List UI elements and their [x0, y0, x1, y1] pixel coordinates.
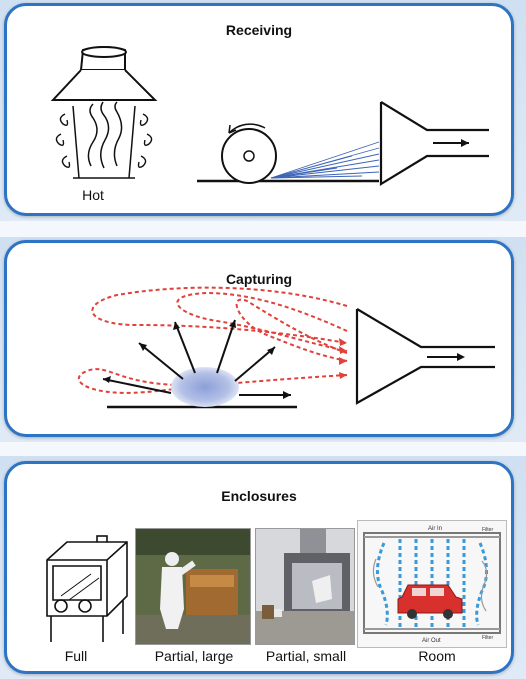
capturing-panel: Capturing	[4, 240, 514, 437]
capturing-hood-diagram	[77, 286, 495, 409]
enclosure-label-partial-small: Partial, small	[265, 648, 347, 664]
hot-label: Hot	[82, 187, 104, 203]
heat-curl-marks	[55, 113, 153, 169]
enclosure-label-room: Room	[418, 648, 456, 664]
rotation-arrow	[228, 123, 266, 134]
capture-hood	[355, 308, 495, 405]
room-filter-top-text: Filter	[482, 527, 493, 533]
canopy-hood-diagram	[50, 46, 158, 179]
partial-large-photo	[135, 528, 251, 645]
receiving-panel: Receiving Hot	[4, 3, 514, 216]
receiving-hood	[379, 101, 489, 186]
enclosures-panel: Enclosures Full Partial, large	[4, 461, 514, 674]
partial-small-photo	[255, 528, 355, 645]
grinding-wheel-diagram	[197, 101, 489, 186]
room-booth-diagram: Air In Air Out Filter Filter	[357, 520, 507, 648]
particle-spray	[270, 141, 380, 179]
heat-plume-lines	[87, 101, 123, 169]
enclosure-label-partial-large: Partial, large	[154, 648, 234, 664]
contaminant-cloud	[171, 367, 239, 407]
room-filter-bottom-text: Filter	[482, 635, 493, 641]
room-air-out-text: Air Out	[422, 638, 441, 644]
enclosures-title: Enclosures	[221, 488, 297, 504]
room-airflow-lines	[376, 539, 488, 627]
airflow-arrowheads	[339, 338, 347, 379]
glovebox-drawing	[46, 535, 128, 642]
emission-arrows	[102, 319, 291, 396]
receiving-title: Receiving	[225, 22, 293, 38]
capture-airflow-paths	[77, 286, 348, 394]
room-air-in-text: Air In	[428, 526, 442, 532]
capturing-title: Capturing	[225, 271, 293, 287]
grinding-wheel	[221, 128, 277, 184]
enclosure-label-full: Full	[64, 648, 88, 664]
